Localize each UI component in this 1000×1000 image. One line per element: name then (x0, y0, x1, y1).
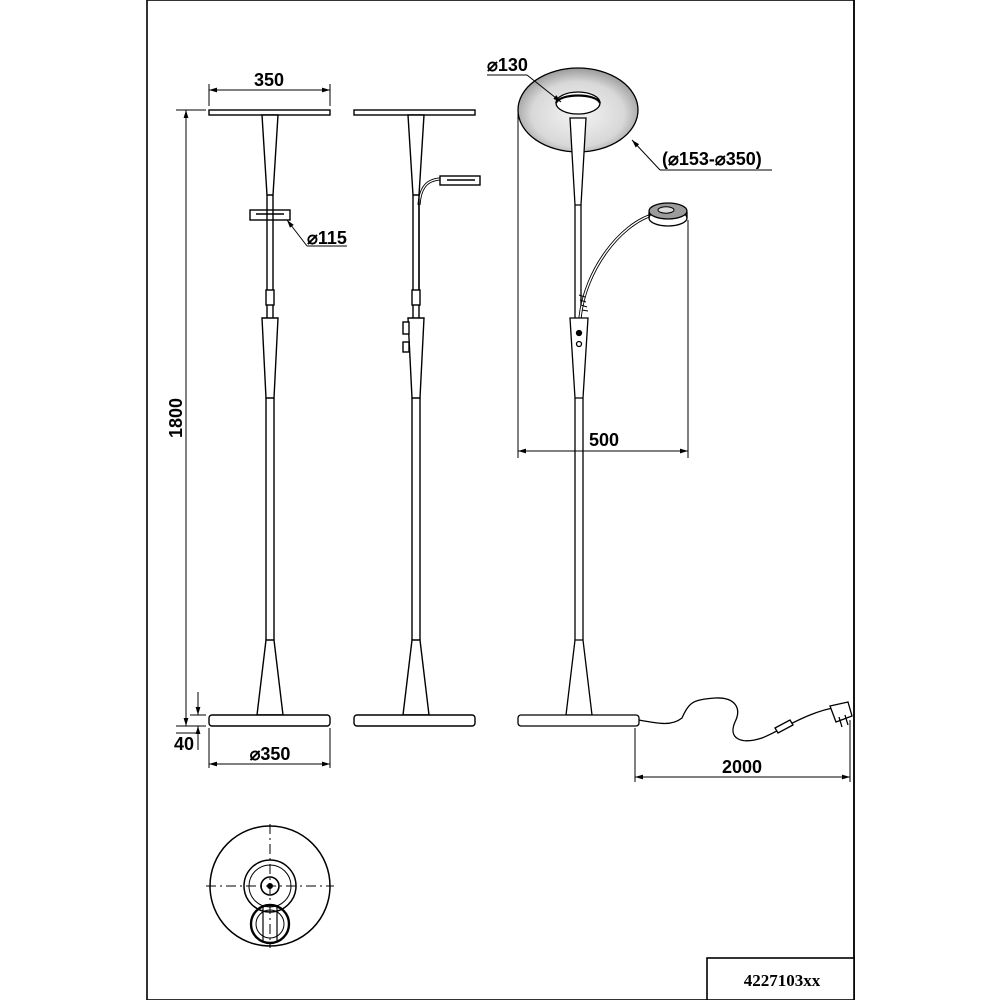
dim-reading-head (286, 219, 347, 247)
dim-base-thickness-label: 40 (174, 734, 194, 754)
dim-arm-reach (517, 110, 689, 458)
dim-cable-length-label: 2000 (722, 757, 762, 777)
dim-uplight-inner (487, 74, 562, 103)
dim-uplight-ring (631, 139, 772, 171)
side-view-lamp (353, 109, 481, 727)
front-view-lamp (208, 109, 331, 727)
dim-base-diameter (208, 728, 331, 768)
dim-uplight-ring-label: (⌀153-⌀350) (662, 149, 762, 169)
dim-base-diameter-label: ⌀350 (250, 744, 291, 764)
dim-overall-height (176, 109, 206, 727)
perspective-view-lamp (517, 67, 853, 742)
dim-base-thickness (176, 692, 206, 750)
dim-overall-height-label: 1800 (166, 398, 186, 438)
dim-reading-head-label: ⌀115 (307, 228, 347, 248)
dim-arm-reach-label: 500 (589, 430, 619, 450)
dim-shade-width-label: 350 (254, 70, 284, 90)
part-number: 4227103xx (744, 971, 821, 990)
dim-cable-length (634, 720, 851, 782)
dim-shade-width (208, 84, 331, 106)
title-block (706, 957, 855, 1000)
dim-uplight-inner-label: ⌀130 (487, 55, 528, 75)
top-view-base (206, 824, 334, 948)
